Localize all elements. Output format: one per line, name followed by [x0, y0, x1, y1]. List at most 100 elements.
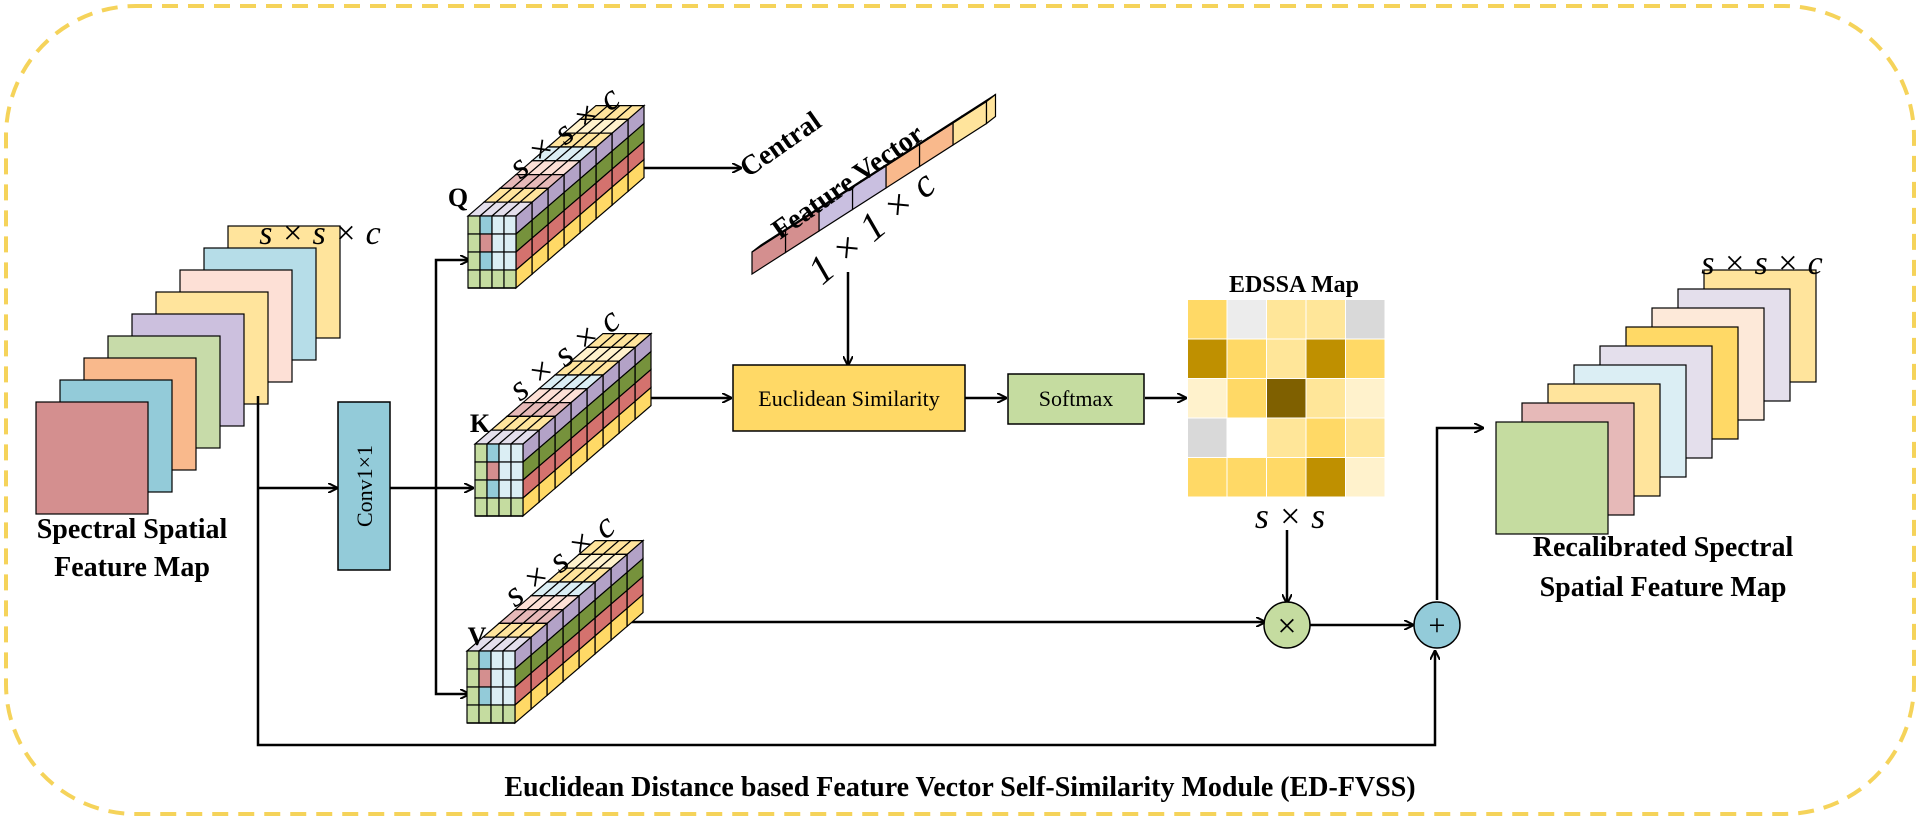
tensor-front-cell [467, 233, 481, 253]
tensor-front-cell [474, 479, 488, 499]
tensor-front-cell [498, 497, 512, 517]
tensor-front-cell [502, 704, 516, 724]
value-tensor [465, 539, 645, 725]
residual-skip-arrow [256, 396, 1435, 747]
softmax-label: Softmax [1039, 386, 1114, 411]
tensor-front-cell [466, 686, 480, 706]
tensor-front-cell [491, 269, 505, 289]
tensor-front-cell [510, 443, 524, 463]
multiply-symbol: × [1277, 608, 1296, 645]
tensor-front-cell [467, 215, 481, 235]
tensor-front-cell [486, 479, 500, 499]
input-map-layer [35, 401, 149, 515]
tensor-front-cell [491, 215, 505, 235]
tensor-front-cell [491, 251, 505, 271]
edssa-cell [1227, 458, 1266, 497]
edssa-cell [1346, 379, 1385, 418]
output-feature-map-stack [1495, 269, 1817, 535]
key-tensor [473, 332, 653, 518]
tensor-front-cell [510, 497, 524, 517]
edssa-dims-label: s × s [1255, 496, 1325, 536]
edssa-cell [1346, 339, 1385, 378]
edssa-cell [1346, 418, 1385, 457]
query-tensor [466, 104, 646, 290]
edssa-cell [1306, 300, 1345, 339]
softmax-block [1007, 373, 1145, 425]
edssa-cell [1267, 339, 1306, 378]
output-dims-label: s × s × c [1701, 245, 1822, 282]
output-map-layer [1495, 421, 1609, 535]
multiply-operator [1263, 601, 1311, 649]
central-vector-label-line1: Central [734, 106, 827, 184]
edssa-cell [1188, 458, 1227, 497]
tensor-front-cell [486, 497, 500, 517]
v-label: V [468, 622, 487, 651]
q-label: Q [448, 183, 468, 212]
tensor-front-cell [478, 704, 492, 724]
tensor-front-cell [467, 269, 481, 289]
connections [256, 168, 1482, 747]
tensor-front-cell [474, 461, 488, 481]
vector-segment-top [751, 222, 795, 253]
edssa-map-grid [1188, 300, 1385, 497]
tensor-front-cell [467, 251, 481, 271]
conv1x1-label: Conv1×1 [352, 445, 377, 527]
tensor-front-cell [479, 269, 493, 289]
euclidean-similarity-block [732, 364, 966, 432]
tensor-front-cell [478, 650, 492, 670]
output-title-line1: Recalibrated Spectral [1533, 532, 1794, 563]
add-operator [1413, 601, 1461, 649]
tensor-front-cell [502, 650, 516, 670]
tensor-front-cell [466, 704, 480, 724]
edssa-cell [1188, 300, 1227, 339]
tensor-front-cell [478, 686, 492, 706]
add-to-output-arrow [1435, 428, 1482, 600]
tensor-front-cell [479, 215, 493, 235]
euclidean-similarity-label: Euclidean Similarity [758, 386, 939, 411]
input-feature-map-stack [35, 225, 341, 515]
edssa-cell [1267, 300, 1306, 339]
edssa-cell [1306, 458, 1345, 497]
edssa-cell [1306, 339, 1345, 378]
central-feature-vector [751, 93, 997, 276]
edssa-cell [1267, 458, 1306, 497]
tensor-front-cell [498, 443, 512, 463]
tensor-front-cell [474, 443, 488, 463]
edssa-cell [1306, 379, 1345, 418]
tensor-front-cell [490, 668, 504, 688]
tensor-front-cell [466, 668, 480, 688]
vector-segment-front [952, 100, 988, 147]
edssa-cell [1267, 418, 1306, 457]
edssa-title: EDSSA Map [1229, 272, 1359, 298]
conv-to-q-arrow [434, 260, 468, 488]
tensor-front-cell [498, 461, 512, 481]
tensor-front-cell [491, 233, 505, 253]
tensor-front-cell [503, 215, 517, 235]
edssa-cell [1227, 379, 1266, 418]
tensor-front-cell [503, 269, 517, 289]
tensor-front-cell [502, 668, 516, 688]
k-label: K [470, 409, 491, 438]
edssa-cell [1346, 300, 1385, 339]
tensor-front-cell [502, 686, 516, 706]
add-symbol: + [1429, 609, 1446, 642]
tensor-front-cell [490, 704, 504, 724]
tensor-front-cell [479, 233, 493, 253]
tensor-front-cell [466, 650, 480, 670]
input-dims-label: s × s × c [259, 215, 380, 252]
edssa-cell [1267, 379, 1306, 418]
edssa-cell [1188, 339, 1227, 378]
tensor-front-cell [490, 686, 504, 706]
vector-end-cap [985, 93, 997, 125]
tensor-front-cell [498, 479, 512, 499]
input-title-line1: Spectral Spatial [37, 514, 228, 545]
edssa-cell [1188, 418, 1227, 457]
output-title-line2: Spatial Feature Map [1540, 572, 1787, 603]
edssa-cell [1227, 339, 1266, 378]
tensor-front-cell [486, 443, 500, 463]
edssa-cell [1188, 379, 1227, 418]
edssa-cell [1306, 418, 1345, 457]
tensor-front-cell [503, 251, 517, 271]
tensor-front-cell [490, 650, 504, 670]
